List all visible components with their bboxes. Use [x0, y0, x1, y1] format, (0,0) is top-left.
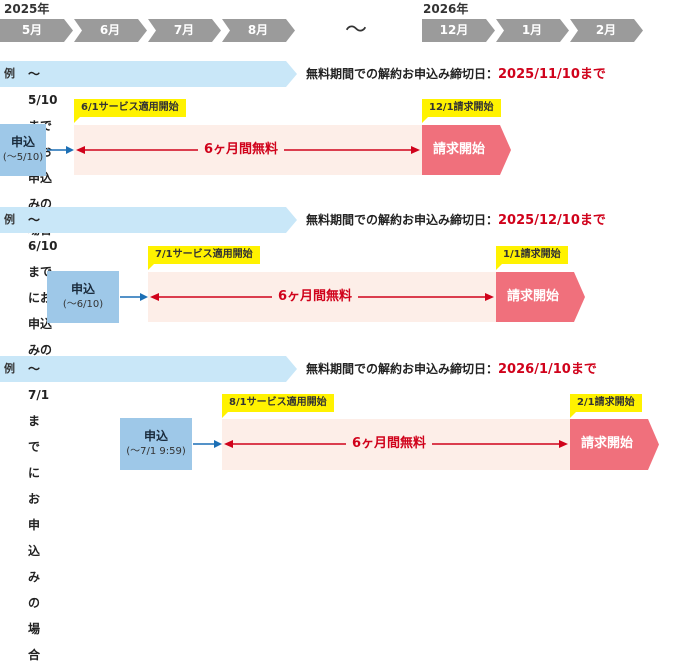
case-3-service-start-tag: 8/1サービス適用開始 [222, 394, 334, 418]
case-2-apply-box: 申込 (～6/10) [47, 271, 119, 323]
apply-to-service-arrow [120, 293, 148, 301]
month-label: 8月 [247, 23, 269, 37]
case-2-billing-start-tag: 1/1請求開始 [496, 246, 568, 270]
apply-label: 申込 [143, 429, 168, 443]
case-2-free-label: 6ヶ月間無料 [272, 289, 359, 305]
deadline-label: 無料期間での解約お申込み締切日： [306, 67, 499, 81]
example-label: 例 [4, 213, 15, 226]
case-1-billing-start-tag: 12/1請求開始 [422, 99, 501, 123]
apply-label: 申込 [70, 282, 95, 296]
deadline-label: 無料期間での解約お申込み締切日： [306, 213, 499, 227]
apply-label: 申込 [10, 135, 35, 149]
case-1-deadline: 無料期間での解約お申込み締切日：2025/11/10まで [306, 61, 606, 87]
deadline-date: 2025/11/10まで [498, 67, 606, 82]
example-label: 例 [4, 67, 15, 80]
deadline-label: 無料期間での解約お申込み締切日： [306, 362, 499, 376]
arrows-layer [47, 146, 568, 448]
billing-label: 請求開始 [580, 436, 633, 451]
month-label: 2月 [595, 23, 617, 37]
month-label: 7月 [173, 23, 195, 37]
billing-label: 請求開始 [506, 289, 559, 304]
example-label: 例 [4, 362, 15, 375]
year-2025-label: 2025年 [4, 2, 50, 16]
year-2026-label: 2026年 [423, 2, 469, 16]
case-1-free-label: 6ヶ月間無料 [198, 142, 285, 158]
case-2-deadline: 無料期間での解約お申込み締切日：2025/12/10まで [306, 207, 606, 233]
apply-deadline: (～6/10) [62, 299, 104, 310]
deadline-date: 2025/12/10まで [498, 213, 606, 228]
case-3-deadline: 無料期間での解約お申込み締切日：2026/1/10まで [306, 356, 597, 382]
case-3-free-label: 6ヶ月間無料 [346, 436, 433, 452]
month-label: 12月 [439, 23, 469, 37]
apply-deadline: (～7/1 9:59) [126, 446, 186, 457]
deadline-date: 2026/1/10まで [498, 362, 597, 377]
month-label: 1月 [521, 23, 543, 37]
month-label: 6月 [99, 23, 121, 37]
timeline-separator: ～ [345, 18, 368, 43]
apply-to-service-arrow [47, 146, 74, 154]
case-3-billing-start-tag: 2/1請求開始 [570, 394, 642, 418]
case-3-apply-box: 申込 (～7/1 9:59) [120, 418, 192, 470]
month-label: 5月 [21, 23, 43, 37]
case-1-service-start-tag: 6/1サービス適用開始 [74, 99, 186, 123]
apply-deadline: (～5/10) [2, 152, 44, 163]
apply-to-service-arrow [193, 440, 222, 448]
case-1-apply-box: 申込 (～5/10) [0, 124, 46, 176]
billing-label: 請求開始 [432, 142, 485, 157]
case-2-service-start-tag: 7/1サービス適用開始 [148, 246, 260, 270]
